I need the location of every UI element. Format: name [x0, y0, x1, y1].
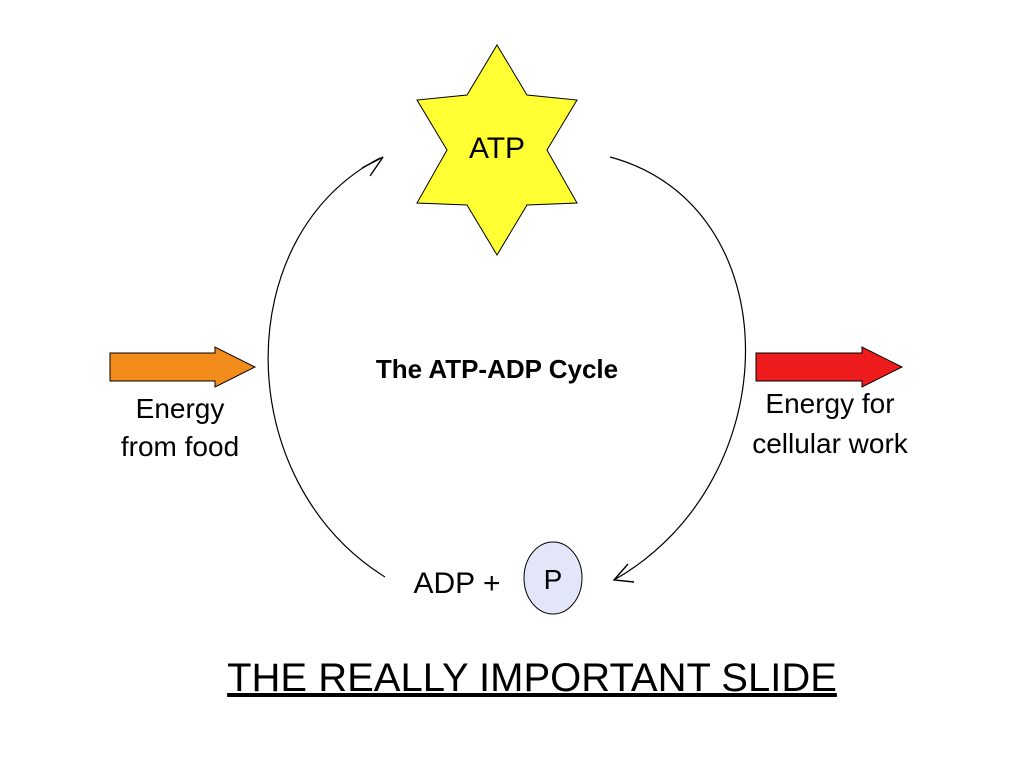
right-cycle-arc [609, 156, 747, 581]
left-cycle-arc [267, 157, 386, 578]
atp-label: ATP [469, 132, 525, 165]
energy-output-label-line1: Energy for [765, 388, 894, 419]
adp-label: ADP + [414, 567, 501, 600]
right-arc-arrowhead [612, 563, 635, 583]
cycle-title: The ATP-ADP Cycle [376, 354, 618, 384]
phosphate-circle [523, 541, 583, 615]
phosphate-label: P [544, 564, 563, 595]
energy-output-label-line2: cellular work [752, 428, 909, 459]
energy-input-label-line1: Energy [136, 393, 225, 424]
energy-output-arrow [755, 346, 904, 388]
energy-input-label-line2: from food [121, 431, 239, 462]
atp-star [416, 44, 578, 256]
left-arc-arrowhead [361, 156, 384, 177]
energy-input-arrow [109, 346, 257, 388]
slide-title: THE REALLY IMPORTANT SLIDE [227, 656, 837, 700]
